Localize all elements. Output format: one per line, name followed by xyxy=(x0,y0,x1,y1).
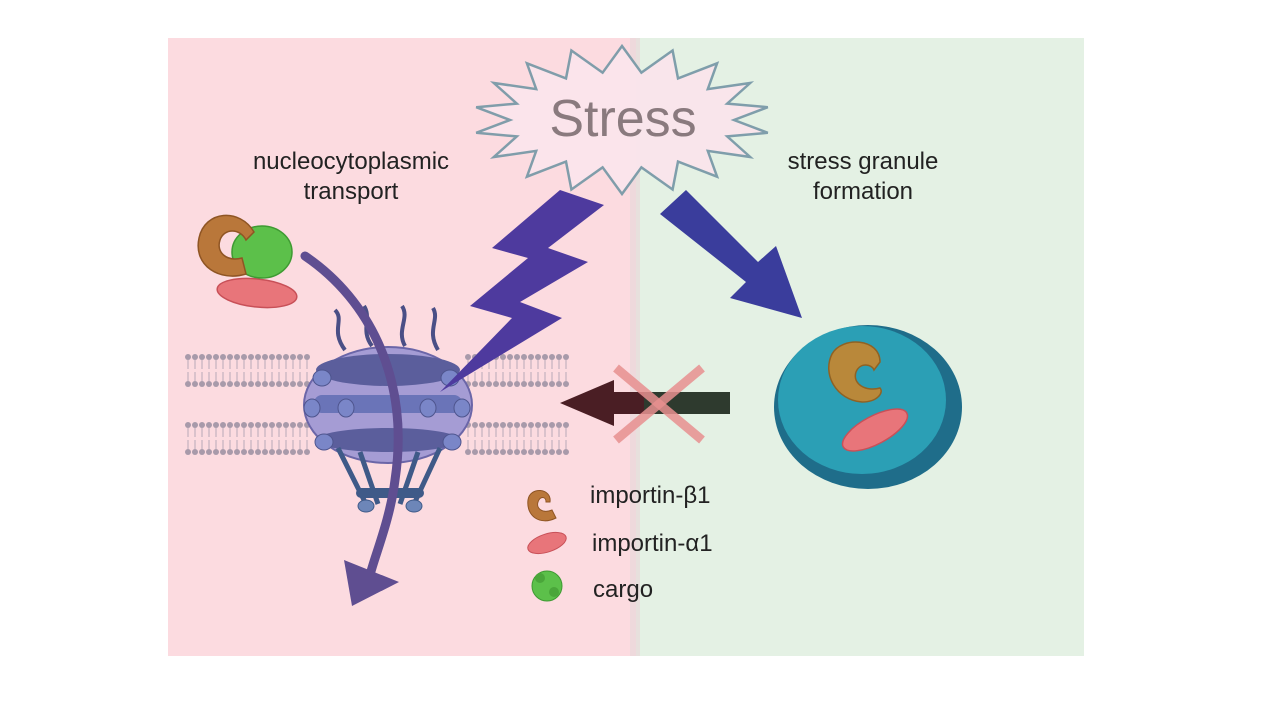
legend-label-cargo: cargo xyxy=(593,576,654,603)
stress-title: Stress xyxy=(549,90,696,148)
importin-beta1-icon xyxy=(527,490,557,522)
lightning-bolt xyxy=(440,190,604,392)
blocked-import-arrow xyxy=(560,380,730,426)
importin-alpha1-icon xyxy=(527,531,567,555)
stress-granule xyxy=(774,325,962,489)
panel-divider xyxy=(630,38,640,656)
stress-burst xyxy=(475,43,769,197)
cargo-icon xyxy=(531,570,563,602)
block-x-icon xyxy=(613,364,705,444)
left-panel-label: nucleocytoplasmic transport xyxy=(252,148,450,205)
transport-arrow xyxy=(300,251,403,606)
right-panel-label: stress granule formation xyxy=(787,148,939,205)
legend-label-importin-beta1: importin-β1 xyxy=(590,482,711,509)
stress-granule-arrow xyxy=(660,190,802,318)
legend-label-importin-alpha1: importin-α1 xyxy=(592,530,713,557)
importin-cargo-complex xyxy=(197,214,298,309)
